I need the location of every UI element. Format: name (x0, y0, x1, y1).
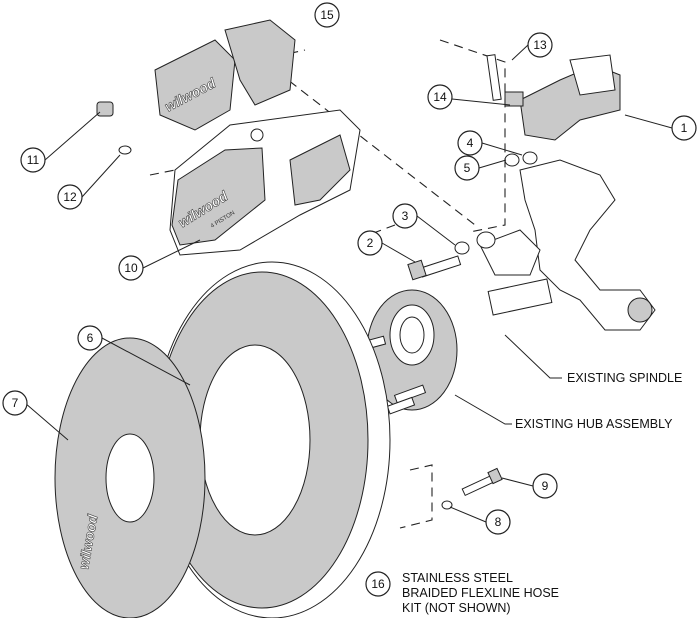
caliper: wilwood 4 PISTON (169, 109, 361, 256)
callout-12: 12 (57, 184, 83, 210)
washer-3b (476, 231, 496, 249)
svg-text:5: 5 (464, 161, 471, 175)
rotor-hat: wilwood (54, 337, 206, 618)
mounting-bolt (407, 255, 462, 281)
svg-text:12: 12 (63, 190, 77, 204)
svg-text:10: 10 (124, 261, 138, 275)
svg-text:7: 7 (12, 396, 19, 410)
svg-text:8: 8 (495, 515, 502, 529)
existing-spindle (479, 159, 656, 331)
label-hose-line3: KIT (NOT SHOWN) (402, 601, 511, 615)
svg-text:6: 6 (87, 331, 94, 345)
callout-4: 4 (457, 130, 483, 156)
rotor (153, 261, 391, 618)
brake-pads: wilwood (154, 19, 296, 131)
svg-text:14: 14 (433, 90, 447, 104)
callout-1: 1 (671, 115, 697, 141)
callout-14: 14 (427, 84, 453, 110)
svg-text:3: 3 (402, 209, 409, 223)
label-existing-hub: EXISTING HUB ASSEMBLY (515, 417, 673, 431)
svg-text:16: 16 (371, 577, 385, 591)
callout-5: 5 (454, 155, 480, 181)
callout-16: 16 (365, 571, 391, 597)
existing-hub-assembly (353, 289, 458, 415)
callout-10: 10 (118, 255, 144, 281)
callout-15: 15 (314, 2, 340, 28)
callout-6: 6 (77, 325, 103, 351)
svg-text:11: 11 (27, 153, 40, 167)
label-existing-spindle: EXISTING SPINDLE (567, 371, 682, 385)
callout-9: 9 (532, 473, 558, 499)
label-hose-line1: STAINLESS STEEL (402, 571, 513, 585)
callout-8: 8 (485, 509, 511, 535)
shim-5 (504, 153, 520, 167)
svg-text:15: 15 (320, 8, 334, 22)
bracket-bolt (486, 54, 524, 107)
bridge-nut (96, 101, 114, 117)
callout-13: 13 (527, 32, 553, 58)
bridge-washer (118, 145, 132, 155)
bleeder-screw (250, 128, 264, 142)
callout-3: 3 (392, 203, 418, 229)
callout-11: 11 (20, 147, 46, 173)
leader-lines (24, 44, 673, 523)
svg-text:13: 13 (533, 38, 547, 52)
bolt-washer (441, 500, 453, 510)
svg-text:1: 1 (681, 121, 688, 135)
bleeder-bolt (461, 467, 503, 497)
shim-4 (522, 151, 538, 165)
svg-text:2: 2 (367, 236, 374, 250)
label-hose-line2: BRAIDED FLEXLINE HOSE (402, 586, 559, 600)
caliper-bracket (519, 54, 621, 141)
svg-text:9: 9 (542, 479, 549, 493)
callout-7: 7 (2, 390, 28, 416)
svg-text:4: 4 (467, 136, 474, 150)
callout-2: 2 (357, 230, 383, 256)
washer-3a (454, 241, 470, 255)
